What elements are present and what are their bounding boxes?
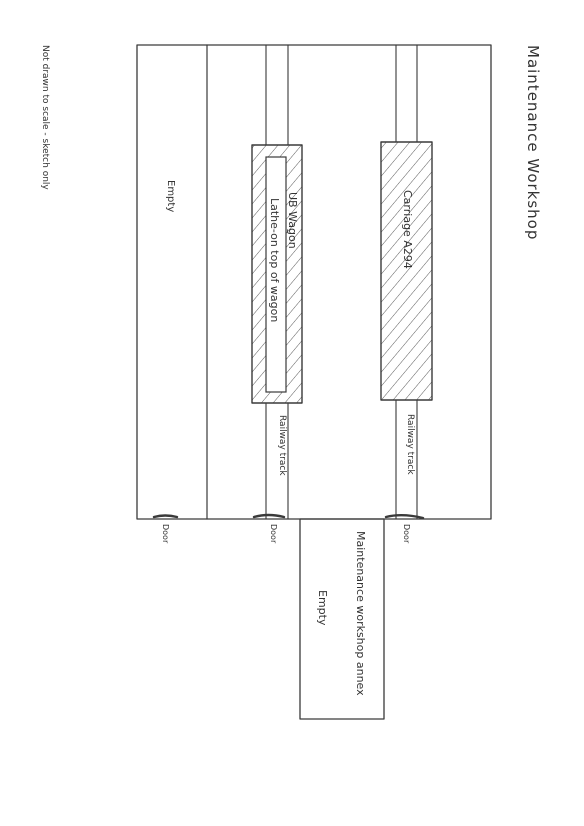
door-label-3: Door [402,524,411,544]
annex-status: Empty [316,590,329,626]
scale-note: Not drawn to scale - sketch only [40,45,50,190]
workshop-outline [136,44,492,520]
carriage-label: Carriage A294 [401,190,414,269]
left-bay-label: Empty [165,180,176,212]
door-marks [152,513,425,520]
door-label-1: Door [161,524,170,544]
lathe-outline [265,156,287,393]
annex-title: Maintenance workshop annex [354,531,367,696]
door-label-2: Door [269,524,278,544]
workshop-title: Maintenance Workshop [524,45,542,240]
track-label-1: Railway track [277,415,287,476]
carriage-a294 [380,141,433,401]
ub-wagon [251,144,303,404]
lathe-label: Lathe-on top of wagon [268,198,281,322]
track-label-2: Railway track [405,414,415,475]
wagon-label: UB Wagon [286,192,299,249]
workshop-annex [299,518,385,720]
